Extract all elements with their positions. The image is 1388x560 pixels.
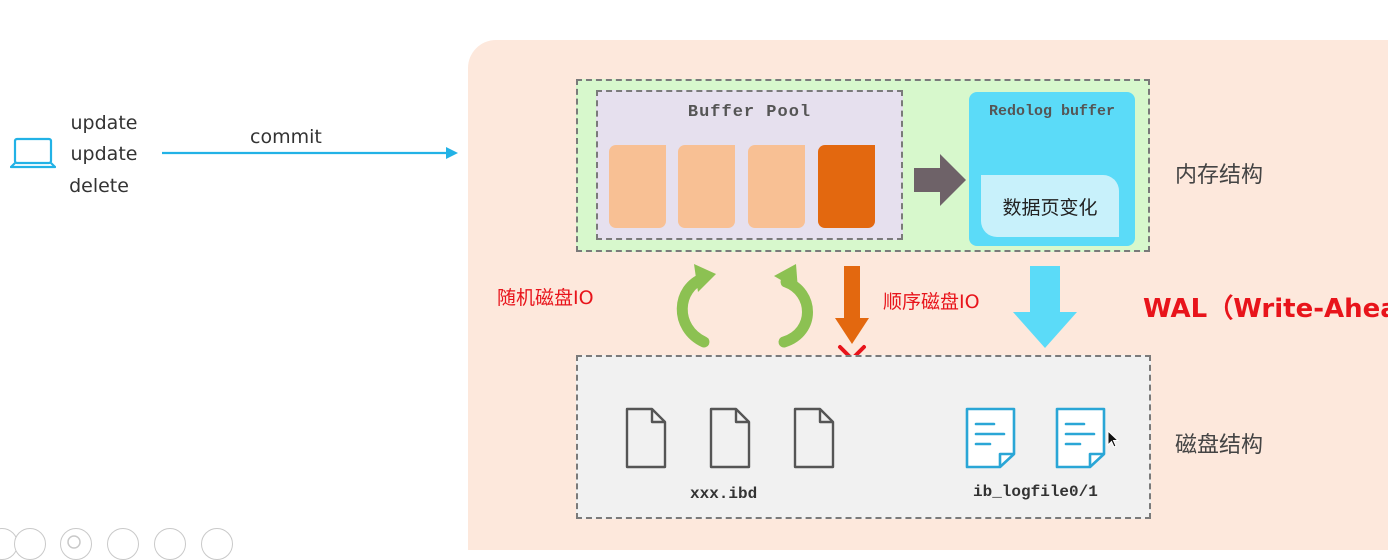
log-file-icon	[1055, 407, 1106, 469]
green-curved-arrow-icon	[676, 264, 716, 348]
disk-structure-box	[576, 355, 1151, 519]
operation-update-2: update	[70, 143, 138, 165]
buffer-page	[748, 145, 805, 228]
flush-down-arrow-icon	[835, 266, 869, 344]
buffer-page	[678, 145, 735, 228]
disk-structure-label: 磁盘结构	[1175, 433, 1264, 458]
operation-update-1: update	[70, 112, 138, 134]
sequential-down-arrow-icon	[1013, 266, 1077, 348]
mouse-cursor-icon	[1107, 430, 1120, 448]
data-file-icon	[709, 407, 751, 469]
toolbar-caption-button[interactable]	[107, 528, 139, 560]
toolbar-more-button[interactable]	[201, 528, 233, 560]
data-file-icon	[625, 407, 667, 469]
page-change-card	[981, 175, 1119, 237]
log-file-label: ib_logfile0/1	[973, 483, 1098, 501]
redolog-buffer-title: Redolog buffer	[988, 103, 1116, 120]
buffer-pool-title: Buffer Pool	[687, 103, 812, 122]
log-file-icon	[965, 407, 1016, 469]
dirty-buffer-page	[818, 145, 875, 228]
memory-structure-label: 内存结构	[1175, 163, 1264, 188]
sequential-io-label: 顺序磁盘IO	[883, 291, 980, 313]
commit-label: commit	[250, 126, 322, 148]
random-io-label: 随机磁盘IO	[497, 287, 594, 309]
search-icon	[67, 535, 81, 549]
data-file-label: xxx.ibd	[690, 485, 758, 503]
toolbar-grid-button[interactable]	[14, 528, 46, 560]
green-curved-arrow-icon	[774, 264, 813, 348]
laptop-icon	[10, 137, 56, 169]
data-file-icon	[793, 407, 835, 469]
wal-label: WAL（Write-Ahea	[1143, 294, 1388, 324]
page-change-label: 数据页变化	[1002, 197, 1098, 219]
right-arrow-icon	[914, 154, 966, 206]
toolbar-camera-button[interactable]	[154, 528, 186, 560]
toolbar-zoom-button[interactable]	[60, 528, 92, 560]
operation-delete: delete	[69, 175, 129, 197]
buffer-page	[609, 145, 666, 228]
commit-arrow	[162, 147, 458, 159]
